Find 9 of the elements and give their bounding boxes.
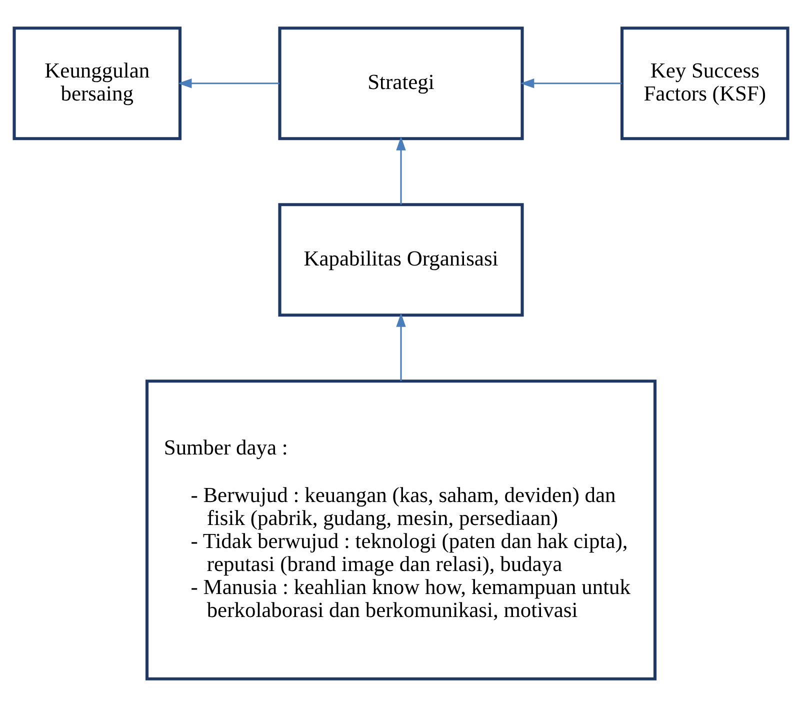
node-box: Kapabilitas Organisasi	[278, 202, 524, 316]
node-box: Keunggulan bersaing	[12, 26, 182, 140]
arrow	[396, 136, 406, 204]
arrow	[178, 78, 280, 88]
arrow	[396, 312, 406, 380]
node-box: Strategi	[278, 26, 524, 140]
node-box: Key Success Factors (KSF)	[620, 26, 790, 140]
node-box: Sumber daya : - Berwujud : keuangan (kas, saham, deviden) dan fisik (pabrik, gudang, mesin, persediaan) - Tidak berwujud : teknologi (paten dan hak cipta), reputasi (brand image dan relasi), budaya - Manusia : keahlian know how, kemampuan untuk berkolaborasi dan berkomunikasi, motivasi	[145, 379, 657, 680]
arrow	[520, 78, 622, 88]
